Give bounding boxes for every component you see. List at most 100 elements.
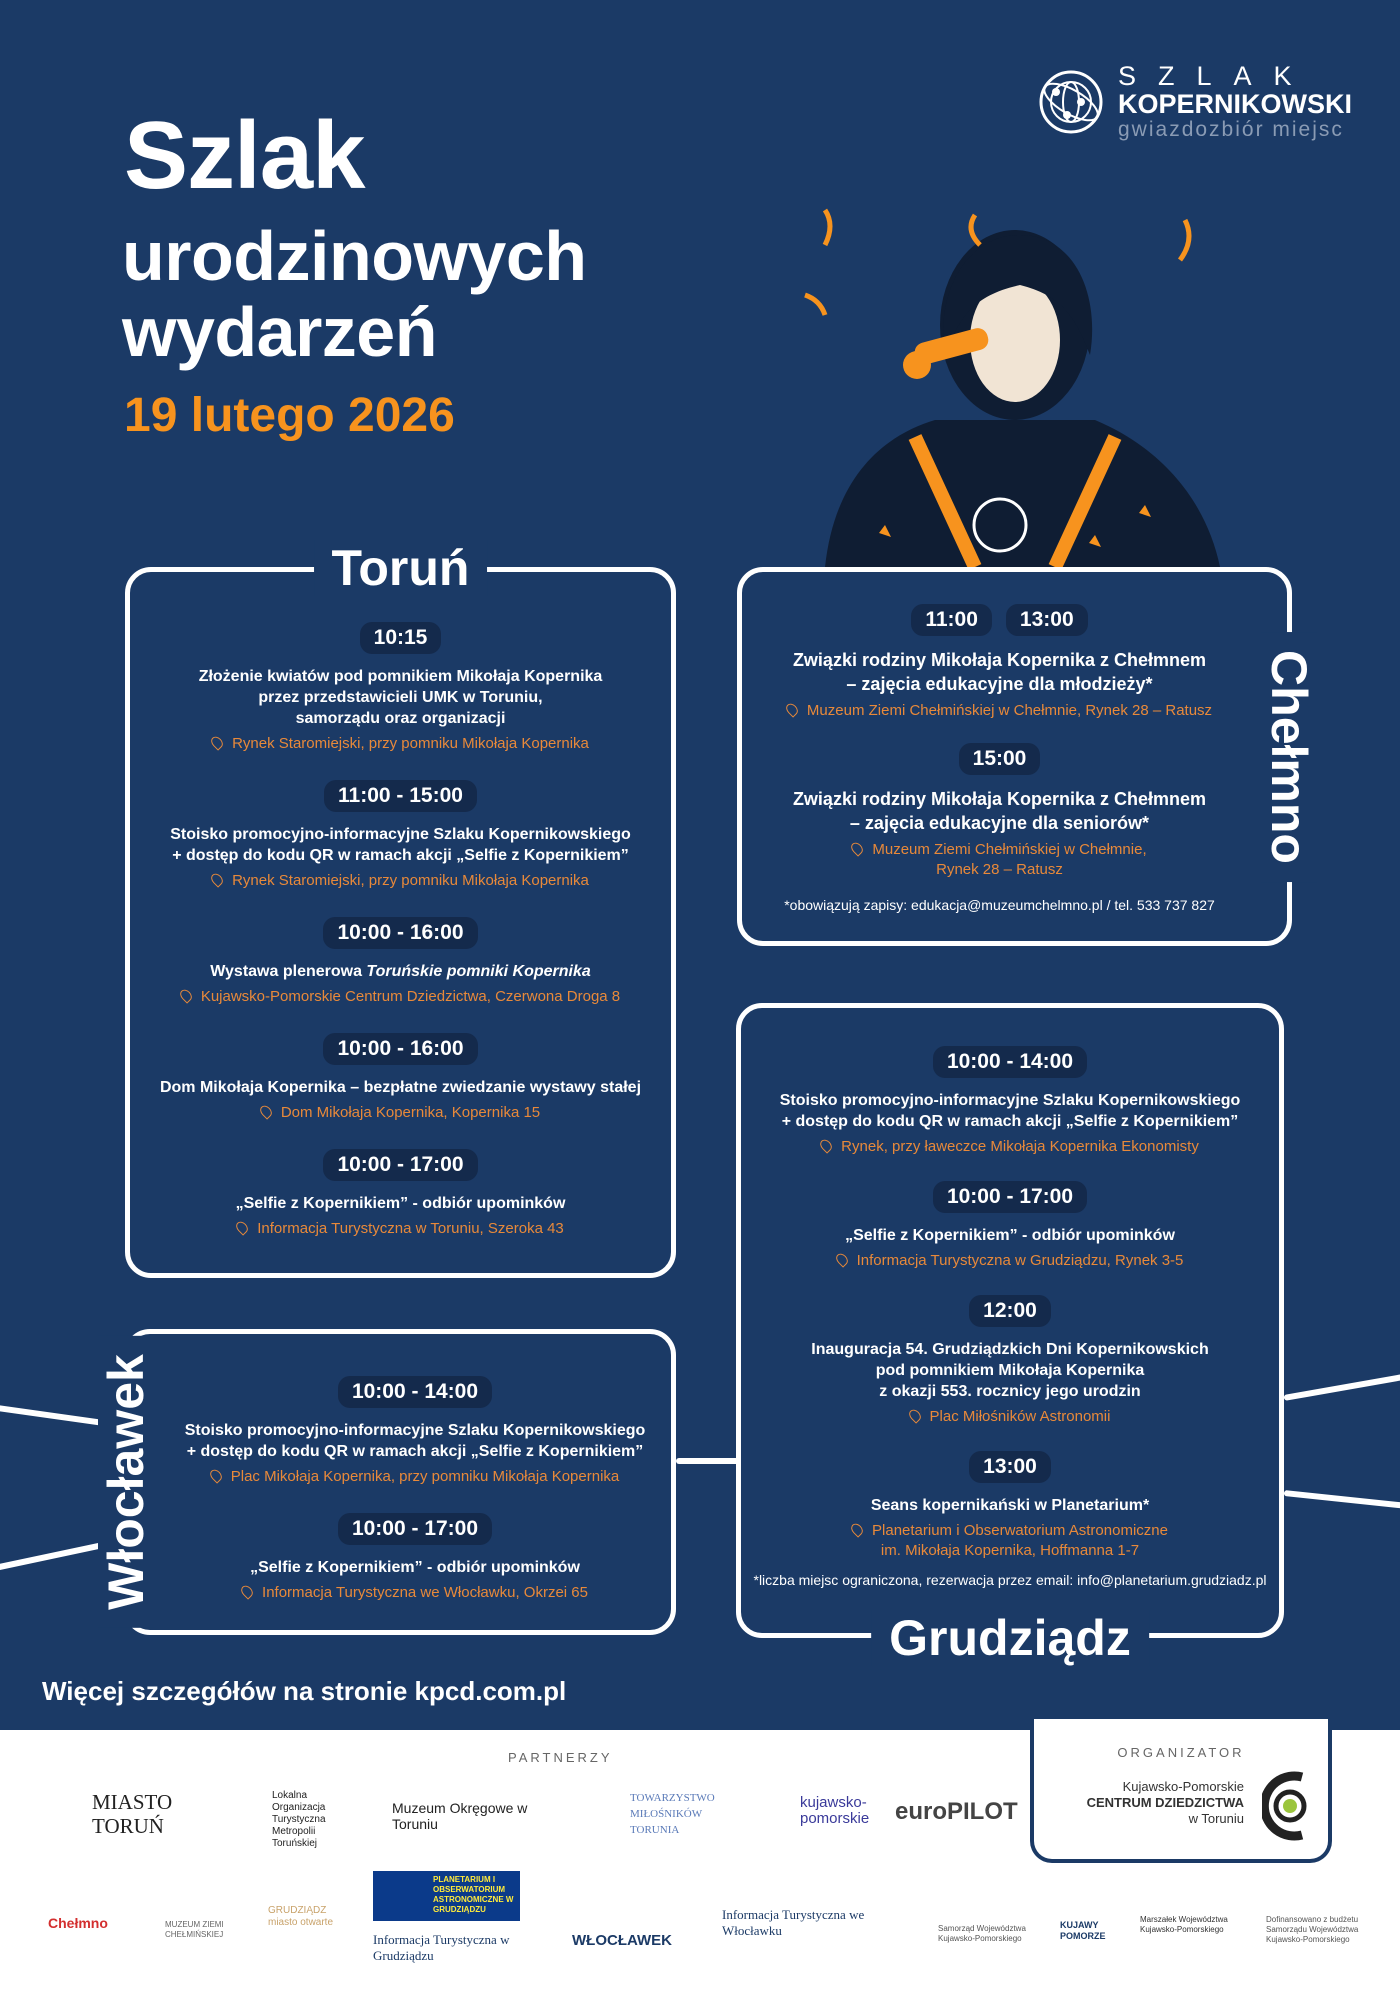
event-location: Muzeum Ziemi Chełmińskiej w Chełmnie,Ryn…	[752, 840, 1247, 880]
globe-orbit-icon	[1039, 70, 1103, 134]
subtitle-line-1: urodzinowych	[122, 217, 587, 295]
event-location: Muzeum Ziemi Chełmińskiej w Chełmnie, Ry…	[752, 701, 1247, 721]
time-badge: 10:00 - 14:00	[337, 1376, 493, 1408]
event-title: „Selfie z Kopernikiem” - odbiór upominkó…	[235, 1195, 566, 1212]
kpcd-logo-icon	[1262, 1771, 1307, 1841]
sponsor-samorzad: Samorząd Województwa Kujawsko-Pomorskieg…	[938, 1924, 1026, 1943]
time-badge: 10:00 - 17:00	[932, 1181, 1088, 1213]
logo-line-1: SZLAK	[1118, 61, 1314, 91]
partner-logo-muzeum-ziemi-chelminskiej: MUZEUM ZIEMI CHEŁMIŃSKIEJ	[165, 1920, 224, 1939]
location-pin-icon	[849, 840, 866, 857]
event-item: 11:00 13:00 Związki rodziny Mikołaja Kope…	[752, 604, 1247, 721]
location-pin-icon	[848, 1521, 866, 1538]
time-badge: 10:00 - 16:00	[323, 1033, 478, 1065]
organizer-label: ORGANIZATOR	[1117, 1745, 1245, 1760]
event-location: Informacja Turystyczna w Grudziądzu, Ryn…	[741, 1251, 1279, 1271]
event-location: Kujawsko-Pomorskie Centrum Dziedzictwa, …	[130, 987, 671, 1007]
event-location: Rynek, przy ławeczce Mikołaja Kopernika …	[741, 1137, 1279, 1157]
time-badge: 10:00 - 17:00	[323, 1149, 478, 1181]
location-pin-icon	[234, 1219, 251, 1236]
decorative-line	[1283, 1372, 1400, 1401]
event-item: 10:15 Złożenie kwiatów pod pomnikiem Mik…	[130, 622, 671, 754]
partner-logo-planetarium: PLANETARIUM I OBSERWATORIUM ASTRONOMICZN…	[373, 1871, 520, 1921]
sponsor-kujawy-pomorze: KUJAWY POMORZE	[1060, 1920, 1106, 1941]
page-title: Szlak	[124, 102, 365, 209]
page-subtitle: urodzinowych wydarzeń	[122, 218, 587, 370]
sponsor-marszalek: Marszałek Województwa Kujawsko-Pomorskie…	[1140, 1915, 1228, 1934]
event-title: Stoisko promocyjno-informacyjne Szlaku K…	[779, 1092, 1241, 1130]
event-location: Plac Miłośników Astronomii	[741, 1407, 1279, 1427]
logo-line-2: KOPERNIKOWSKI	[1118, 89, 1353, 119]
event-title: Związki rodziny Mikołaja Kopernika z Che…	[792, 650, 1207, 694]
event-item: 10:00 - 17:00 „Selfie z Kopernikiem” - o…	[130, 1149, 671, 1239]
partners-label: PARTNERZY	[508, 1750, 613, 1765]
time-badge: 10:00 - 14:00	[932, 1046, 1088, 1078]
event-item: 10:00 - 16:00 Dom Mikołaja Kopernika – b…	[130, 1033, 671, 1123]
event-item: 10:00 - 14:00 Stoisko promocyjno-informa…	[159, 1376, 671, 1487]
event-title: Stoisko promocyjno-informacyjne Szlaku K…	[184, 1422, 646, 1460]
partner-logo-lot-metropolii: Lokalna Organizacja Turystyczna Metropol…	[272, 1790, 326, 1849]
torun-events-box: Toruń 10:15 Złożenie kwiatów pod pomniki…	[125, 540, 676, 1278]
event-title: „Selfie z Kopernikiem” - odbiór upominkó…	[845, 1227, 1175, 1244]
city-label-wloclawek: Włocławek	[98, 1336, 154, 1628]
partner-logo-it-wloclawek: Informacja Turystyczna we Włocławku	[722, 1907, 865, 1938]
event-location: Informacja Turystyczna w Toruniu, Szerok…	[130, 1219, 671, 1239]
event-date: 19 lutego 2026	[124, 389, 455, 442]
event-item: 10:00 - 14:00 Stoisko promocyjno-informa…	[741, 1046, 1279, 1157]
event-title: Wystawa plenerowa Toruńskie pomniki Kope…	[210, 963, 591, 980]
event-item: 15:00 Związki rodziny Mikołaja Kopernika…	[752, 743, 1247, 880]
partner-logo-muzeum-okregowe: Muzeum Okręgowe w Toruniu	[392, 1800, 528, 1832]
event-item: 13:00 Seans kopernikański w Planetarium*…	[741, 1451, 1279, 1561]
event-title: Dom Mikołaja Kopernika – bezpłatne zwied…	[159, 1079, 642, 1096]
location-pin-icon	[238, 1583, 256, 1600]
event-item: 11:00 - 15:00 Stoisko promocyjno-informa…	[130, 780, 671, 891]
partner-logo-wloclawek: WŁOCŁAWEK	[572, 1932, 672, 1949]
event-item: 12:00 Inauguracja 54. Grudziądzkich Dni …	[741, 1295, 1279, 1427]
decorative-line	[1283, 1490, 1400, 1510]
location-pin-icon	[906, 1407, 923, 1424]
logo-tagline: gwiazdozbiór miejsc	[1118, 118, 1344, 141]
registration-note: *obowiązują zapisy: edukacja@muzeumchelm…	[784, 897, 1215, 913]
location-pin-icon	[833, 1251, 850, 1268]
time-badge: 15:00	[958, 743, 1041, 775]
grudziadz-events-box: Grudziądz 10:00 - 14:00 Stoisko promocyj…	[736, 1003, 1284, 1666]
event-location: Planetarium i Obserwatorium Astronomiczn…	[741, 1521, 1279, 1561]
partner-logo-chelmno: Chełmno	[48, 1915, 108, 1931]
location-pin-icon	[818, 1137, 835, 1154]
location-pin-icon	[783, 701, 801, 718]
copernicus-illustration	[804, 208, 1220, 567]
event-item: 10:00 - 17:00 „Selfie z Kopernikiem” - o…	[159, 1513, 671, 1603]
event-title: Złożenie kwiatów pod pomnikiem Mikołaja …	[198, 668, 603, 727]
sponsor-dofinansowano: Dofinansowano z budżetu Samorządu Wojewó…	[1266, 1915, 1359, 1944]
time-badge: 13:00	[969, 1451, 1051, 1483]
event-location: Plac Mikołaja Kopernika, przy pomniku Mi…	[159, 1467, 671, 1487]
location-pin-icon	[257, 1103, 274, 1120]
time-badge: 10:00 - 17:00	[337, 1513, 493, 1545]
reservation-note: *liczba miejsc ograniczona, rezerwacja p…	[753, 1572, 1267, 1588]
connector-line	[676, 1458, 740, 1464]
more-info-link[interactable]: Więcej szczegółów na stronie kpcd.com.pl	[42, 1676, 567, 1706]
time-badge: 11:00 - 15:00	[324, 780, 477, 812]
location-pin-icon	[207, 1467, 224, 1484]
partner-logo-it-grudziadz: Informacja Turystyczna w Grudziądzu	[373, 1932, 510, 1963]
time-badge: 12:00	[969, 1295, 1051, 1327]
location-pin-icon	[208, 734, 226, 751]
partner-logo-grudziadz: GRUDZIĄDZ miasto otwarte	[268, 1905, 334, 1928]
event-location: Rynek Staromiejski, przy pomniku Mikołaj…	[130, 734, 671, 754]
event-item: 10:00 - 16:00 Wystawa plenerowa Toruński…	[130, 917, 671, 1007]
city-label-torun: Toruń	[313, 540, 488, 596]
event-location: Dom Mikołaja Kopernika, Kopernika 15	[130, 1103, 671, 1123]
partner-logo-europilot: euroPILOT	[895, 1798, 1018, 1825]
szlak-kopernikowski-logo: SZLAK KOPERNIKOWSKI gwiazdozbiór miejsc	[1038, 62, 1352, 142]
event-title: „Selfie z Kopernikiem” - odbiór upominkó…	[250, 1559, 580, 1576]
time-badge: 10:15	[359, 622, 442, 654]
event-title: Seans kopernikański w Planetarium*	[870, 1497, 1150, 1514]
time-badge: 13:00	[1005, 604, 1088, 636]
partner-logo-miasto-torun: MIASTO TORUŃ	[92, 1790, 173, 1838]
time-badge: 11:00	[911, 604, 992, 636]
location-pin-icon	[208, 871, 226, 888]
partner-logo-tmt: TOWARZYSTWO MIŁOŚNIKÓW TORUNIA	[630, 1792, 715, 1836]
